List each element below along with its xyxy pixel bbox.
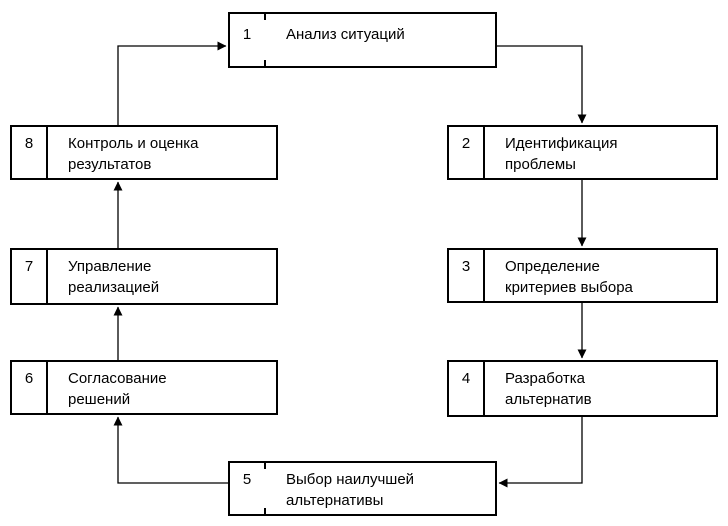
connector-8-to-1 [117,41,227,125]
step-box-8: 8 Контроль и оценка результатов [10,125,278,180]
step-label-line: Контроль и оценка [68,135,199,152]
step-label-line: Выбор наилучшей [286,471,415,488]
step-number: 4 [461,370,471,387]
step-label-line: Определение [505,258,600,275]
step-number: 6 [24,370,34,387]
step-label-line: альтернативы [286,492,384,509]
step-label-line: Управление [68,258,152,275]
number-divider [483,362,485,415]
step-box-5: 5 Выбор наилучшей альтернативы [228,461,497,516]
step-number: 2 [461,135,471,152]
number-divider [264,14,266,66]
step-label-line: Идентификация [505,135,618,152]
connector-4-to-5 [498,417,583,488]
step-box-1: 1 Анализ ситуаций [228,12,497,68]
step-label: Разработка альтернатив [505,362,712,410]
number-divider [264,463,266,514]
step-label-line: результатов [68,156,152,173]
step-number: 8 [24,135,34,152]
step-box-2: 2 Идентификация проблемы [447,125,718,180]
step-box-3: 3 Определение критериев выбора [447,248,718,303]
step-number: 3 [461,258,471,275]
step-label-line: решений [68,391,131,408]
step-label-line: Анализ ситуаций [286,26,405,43]
step-label: Определение критериев выбора [505,250,712,298]
number-divider [483,127,485,178]
step-label: Идентификация проблемы [505,127,712,175]
step-label: Согласование решений [68,362,272,410]
number-divider [483,250,485,301]
step-label: Анализ ситуаций [286,14,491,45]
step-label: Управление реализацией [68,250,272,298]
connector-1-to-2 [497,45,587,124]
step-box-6: 6 Согласование решений [10,360,278,415]
step-label: Контроль и оценка результатов [68,127,272,175]
connector-5-to-6 [113,416,228,484]
number-divider [46,250,48,303]
step-label-line: проблемы [505,156,576,173]
step-label-line: Разработка [505,370,585,387]
number-divider [46,362,48,413]
step-label-line: реализацией [68,279,160,296]
step-number: 5 [242,471,252,488]
step-number: 1 [242,26,252,43]
step-label-line: Согласование [68,370,167,387]
step-box-4: 4 Разработка альтернатив [447,360,718,417]
step-label: Выбор наилучшей альтернативы [286,463,491,511]
step-label-line: критериев выбора [505,279,633,296]
step-label-line: альтернатив [505,391,592,408]
step-box-7: 7 Управление реализацией [10,248,278,305]
step-number: 7 [24,258,34,275]
number-divider [46,127,48,178]
